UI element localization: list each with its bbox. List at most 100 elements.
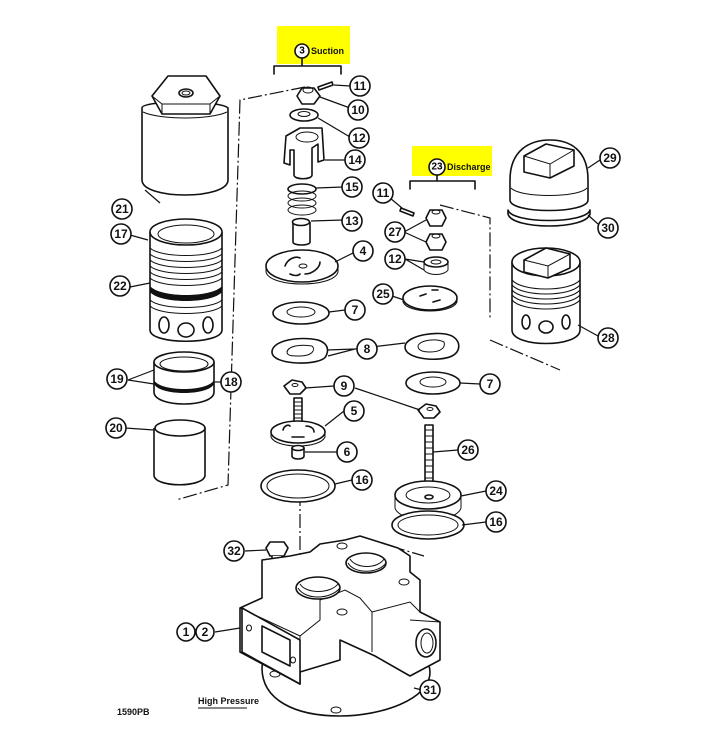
svg-text:4: 4 (360, 244, 367, 258)
svg-text:13: 13 (345, 214, 359, 228)
part-15-spring (287, 183, 317, 216)
part-28-cage (511, 247, 581, 345)
part-8-spring-plate-a (271, 337, 329, 364)
callout-7-discharge: 7 (479, 373, 501, 395)
svg-text:30: 30 (601, 221, 615, 235)
part-8-spring-plate-b (404, 332, 460, 361)
part-5-valve-stem (270, 397, 326, 447)
part-30-o-ring (507, 209, 591, 227)
svg-text:26: 26 (461, 443, 475, 457)
callout-8: 8 (356, 338, 378, 360)
svg-text:21: 21 (115, 202, 129, 216)
callout-28: 28 (597, 327, 619, 349)
svg-text:8: 8 (364, 342, 371, 356)
svg-text:1: 1 (183, 625, 190, 639)
callout-6: 6 (336, 441, 358, 463)
callout-21: 21 (111, 198, 133, 220)
part-6-pin (291, 444, 305, 460)
callout-7-suction: 7 (344, 299, 366, 321)
svg-text:12: 12 (352, 131, 366, 145)
callout-4: 4 (352, 240, 374, 262)
svg-text:9: 9 (341, 379, 348, 393)
part-11-pin-a (317, 81, 334, 91)
part-25-valve-plate (402, 285, 458, 312)
part-16-gasket-a (260, 469, 336, 503)
high-pressure-caption: High Pressure (198, 696, 259, 706)
callout-17: 17 (110, 223, 132, 245)
callout-22: 22 (109, 275, 131, 297)
svg-text:15: 15 (345, 180, 359, 194)
suction-number: 3 (299, 46, 305, 57)
suction-assembly-line (175, 86, 306, 501)
callout-30: 30 (597, 217, 619, 239)
svg-text:7: 7 (352, 303, 359, 317)
svg-text:27: 27 (388, 225, 402, 239)
part-24-valve-seat (394, 480, 462, 521)
part-29-cap (509, 139, 589, 212)
discharge-cage-line (489, 339, 561, 371)
discharge-number: 23 (431, 162, 443, 173)
callout-31: 31 (419, 679, 441, 701)
callout-32: 32 (223, 540, 245, 562)
callout-16-discharge: 16 (485, 511, 507, 533)
part-9-retainer-b (417, 403, 441, 419)
part-9-retainer-a (283, 379, 307, 395)
svg-text:7: 7 (487, 377, 494, 391)
part-1-2-pump-body (239, 535, 441, 717)
callout-25: 25 (372, 283, 394, 305)
svg-text:19: 19 (110, 372, 124, 386)
callout-15: 15 (341, 176, 363, 198)
svg-text:20: 20 (109, 421, 123, 435)
part-14-guide (283, 127, 325, 180)
part-20-sleeve (153, 419, 206, 486)
svg-text:2: 2 (202, 625, 209, 639)
svg-text:10: 10 (351, 103, 365, 117)
callout-1: 1 (176, 622, 196, 642)
svg-text:24: 24 (489, 484, 503, 498)
svg-text:6: 6 (344, 445, 351, 459)
callout-20: 20 (105, 417, 127, 439)
discharge-label: Discharge (447, 162, 491, 172)
callout-29: 29 (599, 147, 621, 169)
callout-19: 19 (106, 368, 128, 390)
svg-text:22: 22 (113, 279, 127, 293)
svg-text:18: 18 (224, 375, 238, 389)
callout-10: 10 (347, 99, 369, 121)
callout-14: 14 (344, 149, 366, 171)
svg-text:25: 25 (376, 287, 390, 301)
discharge-bracket (409, 174, 476, 190)
svg-text:28: 28 (601, 331, 615, 345)
callout-12-discharge: 12 (384, 248, 406, 270)
svg-text:16: 16 (489, 515, 503, 529)
svg-text:14: 14 (348, 153, 362, 167)
suction-label: Suction (311, 46, 344, 56)
svg-text:5: 5 (351, 404, 358, 418)
part-19-seat (153, 351, 215, 405)
svg-text:29: 29 (603, 151, 617, 165)
part-27-nuts (425, 209, 447, 251)
callout-13: 13 (341, 210, 363, 232)
callout-24: 24 (485, 480, 507, 502)
part-13-bushing (291, 217, 311, 246)
callout-11-discharge: 11 (372, 182, 394, 204)
discharge-assembly-line (439, 204, 491, 320)
callout-11-suction: 11 (349, 75, 371, 97)
discharge-group-label: 23 Discharge (409, 146, 492, 190)
callout-27: 27 (384, 221, 406, 243)
callout-26: 26 (457, 439, 479, 461)
part-10-nut (296, 86, 321, 105)
svg-text:17: 17 (114, 227, 128, 241)
part-4-valve-plate (265, 249, 339, 285)
leader-lines (124, 84, 601, 691)
part-21-cap (141, 75, 229, 196)
svg-text:12: 12 (388, 252, 402, 266)
callout-12-suction: 12 (348, 127, 370, 149)
svg-text:11: 11 (354, 79, 367, 93)
discharge-highlight (412, 146, 492, 176)
part-7-washer-b (405, 371, 461, 395)
part-22-cage (149, 218, 223, 342)
figure-id: 1590PB (117, 707, 150, 717)
svg-text:11: 11 (377, 186, 390, 200)
